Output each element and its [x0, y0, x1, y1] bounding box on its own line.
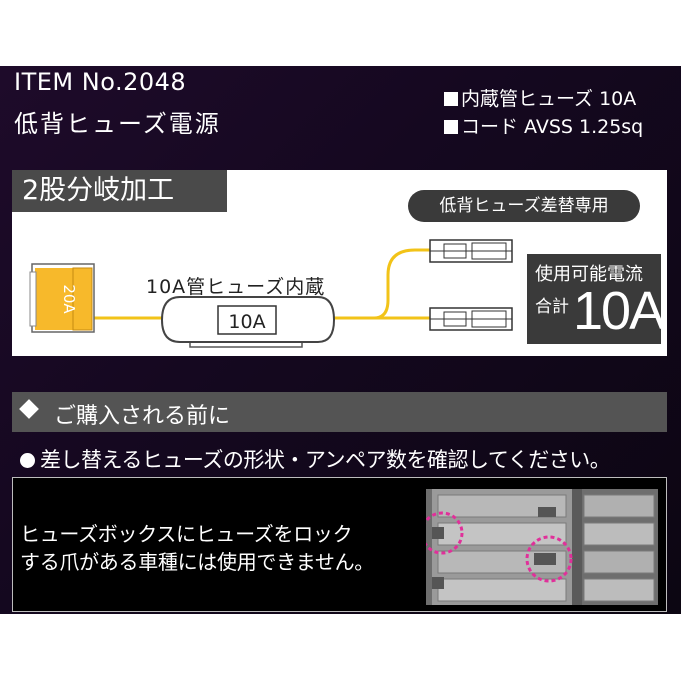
lowfuse-badge: 低背ヒューズ差替専用 [408, 190, 640, 222]
process-label: 2股分岐加工 [12, 170, 227, 212]
terminal-upper-icon [429, 239, 513, 263]
inline-fuse-holder-icon: 10A [160, 296, 336, 348]
square-bullet-icon [444, 92, 458, 106]
item-number: ITEM No.2048 [14, 68, 187, 96]
wire-branch-upper [333, 248, 432, 320]
inline-fuse-value: 10A [228, 311, 265, 333]
total-amp-value: 10A [573, 281, 665, 341]
total-label: 合計 [535, 297, 569, 317]
blade-fuse-icon: 20A [29, 263, 95, 333]
bullet-dot-icon [20, 453, 35, 468]
product-name: 低背ヒューズ電源 [14, 110, 221, 138]
total-current-label: 使用可能電流 [535, 264, 643, 285]
check-instruction: 差し替えるヒューズの形状・アンペア数を確認してください。 [20, 444, 611, 474]
spec-fuse-text: 内蔵管ヒューズ 10A [461, 88, 637, 110]
total-current-box: 使用可能電流 合計 10A [527, 254, 665, 344]
check-instruction-text: 差し替えるヒューズの形状・アンペア数を確認してください。 [40, 448, 611, 472]
blade-fuse-rating: 20A [60, 284, 78, 314]
spec-cord-text: コード AVSS 1.25sq [461, 116, 644, 138]
terminal-lower-icon [429, 307, 513, 331]
square-bullet-icon [444, 120, 458, 134]
warning-line-1: ヒューズボックスにヒューズをロック [20, 522, 353, 546]
highlight-circle-icon [426, 511, 464, 555]
spec-fuse: 内蔵管ヒューズ 10A [444, 84, 636, 111]
notice-header-bar [12, 392, 667, 432]
fuse-box-photo-icon [426, 489, 658, 605]
inline-fuse-label: 10A管ヒューズ内蔵 [146, 276, 326, 298]
spec-cord: コード AVSS 1.25sq [444, 112, 643, 139]
warning-line-2: する爪がある車種には使用できません。 [20, 550, 374, 574]
highlight-circle-icon [525, 535, 573, 583]
notice-title: ご購入される前に [54, 404, 231, 429]
